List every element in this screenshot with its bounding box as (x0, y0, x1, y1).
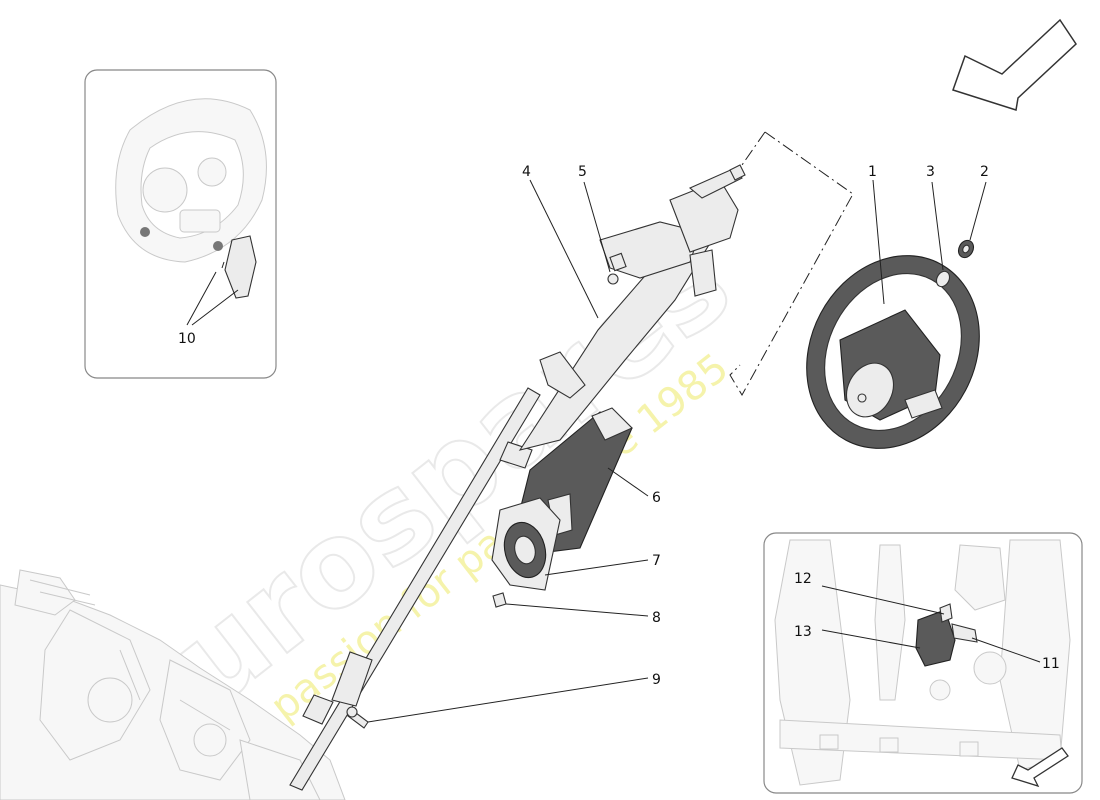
wheel-rear-ghost (115, 98, 267, 263)
leader-3 (931, 181, 944, 271)
leader-4 (529, 179, 599, 319)
washer-part-3: 3 (926, 164, 951, 288)
column-bracket-lower (539, 351, 586, 399)
inset-actuator: 12 13 11 (763, 532, 1083, 794)
callout-7: 7 (652, 553, 661, 569)
clip-part-10 (224, 235, 257, 299)
universal-joint-lower (331, 651, 373, 707)
callout-3: 3 (926, 164, 935, 180)
assembly-boundary (729, 131, 854, 397)
bolt-part-9: 9 (346, 672, 661, 729)
callout-10: 10 (178, 331, 196, 347)
connector-part-11 (951, 623, 978, 643)
callout-11: 11 (1042, 656, 1060, 672)
steering-rack-ghost (0, 569, 346, 800)
leader-11 (971, 637, 1041, 663)
callout-2: 2 (980, 164, 989, 180)
leader-7 (544, 559, 649, 576)
callout-9: 9 (652, 672, 661, 688)
callout-12: 12 (794, 571, 812, 587)
spring-part-5 (609, 252, 627, 272)
callout-4: 4 (522, 164, 531, 180)
callout-1: 1 (868, 164, 877, 180)
boot-part-7: 7 (491, 497, 661, 591)
leader-5 (583, 181, 611, 273)
inset-steering-wheel-rear: 10 (84, 69, 277, 379)
leader-13 (821, 629, 921, 649)
callout-13: 13 (794, 624, 812, 640)
nut-part-5 (607, 273, 619, 285)
steering-column: 4 5 (289, 164, 746, 791)
callout-5: 5 (578, 164, 587, 180)
callout-6: 6 (652, 490, 661, 506)
steering-wheel-part-1: 1 (806, 164, 980, 449)
leader-2 (969, 181, 987, 241)
arrow-icon (1011, 747, 1069, 788)
clip-part-8: 8 (492, 592, 661, 626)
leader-8 (505, 603, 649, 617)
arrow-icon (952, 18, 1077, 111)
leader-12 (821, 585, 945, 615)
callout-8: 8 (652, 610, 661, 626)
leader-6 (607, 467, 649, 497)
interior-ghost (774, 539, 1071, 786)
leader-9 (367, 677, 649, 723)
leader-1 (872, 179, 885, 305)
nut-part-2: 2 (957, 164, 989, 259)
leader-10 (186, 271, 239, 326)
